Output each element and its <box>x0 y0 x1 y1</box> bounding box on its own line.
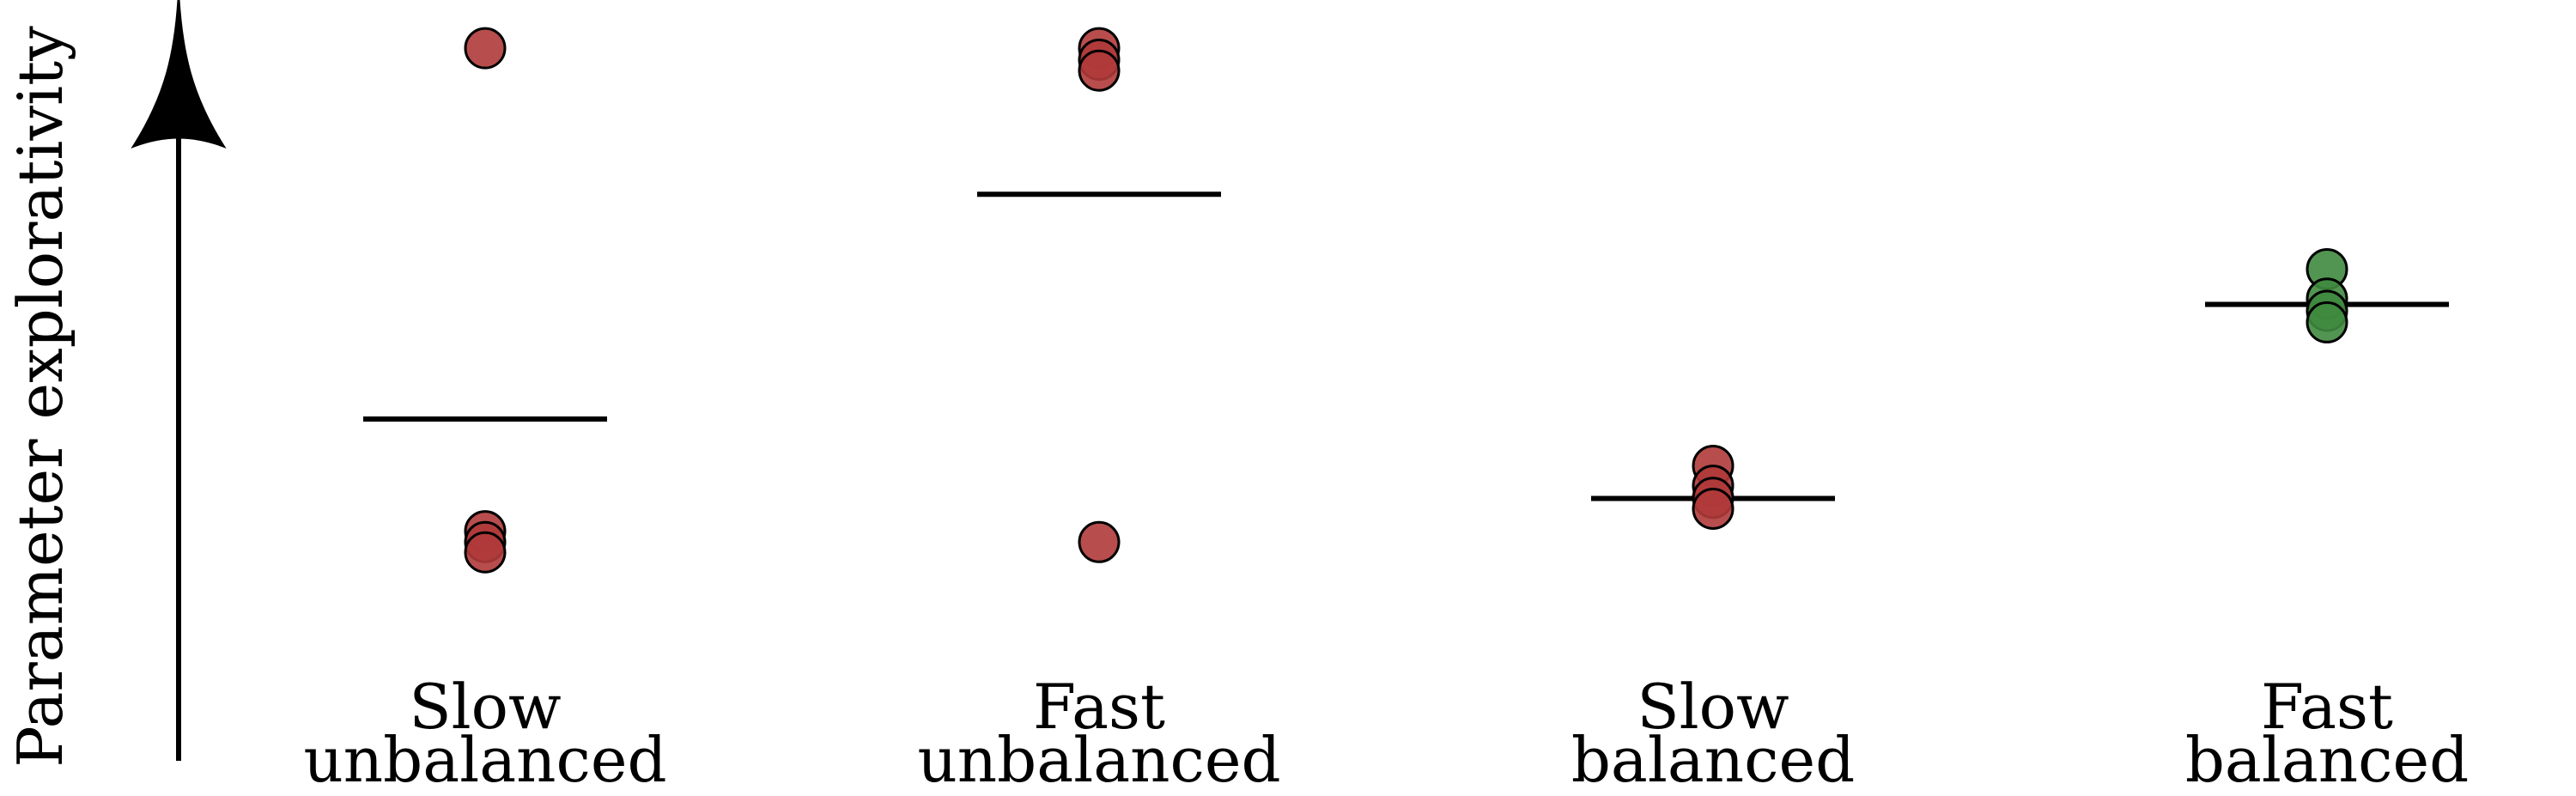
category-label: Slow <box>409 671 561 743</box>
chart-marks <box>363 27 2449 574</box>
data-point <box>1078 520 1121 563</box>
category-label: balanced <box>2185 724 2469 796</box>
category-label: Fast <box>2261 671 2393 743</box>
data-point <box>1692 487 1735 530</box>
category-label: balanced <box>1571 724 1855 796</box>
y-axis-arrowhead <box>131 0 227 149</box>
category-label: unbalanced <box>303 724 666 796</box>
data-point <box>2306 301 2348 343</box>
data-point <box>464 531 507 574</box>
data-point <box>1078 49 1121 92</box>
category-label: Fast <box>1033 671 1165 743</box>
y-axis-arrow <box>131 0 227 761</box>
category-labels: SlowunbalancedFastunbalancedSlowbalanced… <box>303 671 2469 796</box>
category-label: unbalanced <box>917 724 1280 796</box>
data-point <box>464 27 507 70</box>
category-label: Slow <box>1637 671 1789 743</box>
y-axis-label: Parameter explorativity <box>4 26 76 768</box>
